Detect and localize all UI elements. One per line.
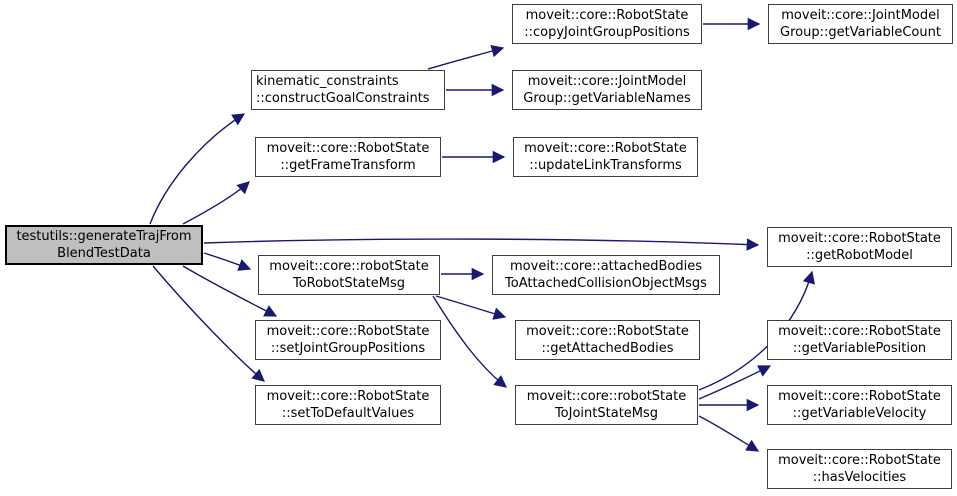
node-label: moveit::core::RobotState <box>266 324 430 339</box>
node-label: moveit::core::RobotState <box>266 389 430 404</box>
node-getVariableVelocity[interactable]: moveit::core::RobotState ::getVariableVe… <box>767 385 952 425</box>
node-label: ::setJointGroupPositions <box>270 341 426 356</box>
node-copyJointGroupPositions[interactable]: moveit::core::RobotState ::copyJointGrou… <box>512 4 702 44</box>
node-label: moveit::core::RobotState <box>526 324 689 339</box>
node-getVariableNames[interactable]: moveit::core::JointModel Group::getVaria… <box>512 70 702 110</box>
node-getAttachedBodies[interactable]: moveit::core::RobotState ::getAttachedBo… <box>515 320 700 360</box>
node-label: moveit::core::robotState <box>269 259 429 274</box>
node-label: moveit::core::RobotState <box>778 231 941 246</box>
edge-root-to-robotStateToRobotStateMsg <box>203 252 252 271</box>
node-label: moveit::core::attachedBodies <box>510 259 702 274</box>
node-getVariableCount[interactable]: moveit::core::JointModel Group::getVaria… <box>768 4 953 44</box>
node-hasVelocities[interactable]: moveit::core::RobotState ::hasVelocities <box>767 449 952 489</box>
node-setJointGroupPositions[interactable]: moveit::core::RobotState ::setJointGroup… <box>255 320 441 360</box>
node-getFrameTransform[interactable]: moveit::core::RobotState ::getFrameTrans… <box>255 137 441 177</box>
node-label: ::getFrameTransform <box>280 158 416 173</box>
node-robotStateToRobotStateMsg[interactable]: moveit::core::robotState ToRobotStateMsg <box>258 255 440 295</box>
node-setToDefaultValues[interactable]: moveit::core::RobotState ::setToDefaultV… <box>255 385 441 425</box>
node-label: ::copyJointGroupPositions <box>524 25 690 40</box>
node-label: moveit::core::RobotState <box>266 141 430 156</box>
edge-constructGoalConstraints-to-copyJointGroupPositions <box>427 44 505 70</box>
edge-root-to-getFrameTransform <box>182 181 250 225</box>
node-attachedBodiesToAttachedCollisionObjectMsgs[interactable]: moveit::core::attachedBodies ToAttachedC… <box>492 255 720 295</box>
node-label: ::getVariableVelocity <box>792 406 927 421</box>
node-label: moveit::core::RobotState <box>778 453 941 468</box>
node-label: ::setToDefaultValues <box>281 406 415 421</box>
node-label: ::getRobotModel <box>806 248 913 263</box>
node-label: moveit::core::RobotState <box>524 141 687 156</box>
node-getVariablePosition[interactable]: moveit::core::RobotState ::getVariablePo… <box>767 320 952 360</box>
node-label: moveit::core::RobotState <box>525 8 689 23</box>
edge-root-to-setJointGroupPositions <box>182 265 278 317</box>
edge-robotStateToRobotStateMsg-to-getAttachedBodies <box>435 295 507 320</box>
node-label: Group::getVariableNames <box>523 91 691 106</box>
node-label: ::updateLinkTransforms <box>529 158 682 173</box>
node-label: kinematic_constraints <box>256 74 399 89</box>
node-label: ::getAttachedBodies <box>541 341 674 356</box>
node-label: ToJointStateMsg <box>554 406 659 421</box>
node-updateLinkTransforms[interactable]: moveit::core::RobotState ::updateLinkTra… <box>513 137 698 177</box>
edge-robotStateToJointStateMsg-to-hasVelocities <box>698 415 760 452</box>
edge-root-to-setToDefaultValues <box>152 265 265 382</box>
node-constructGoalConstraints[interactable]: kinematic_constraints ::constructGoalCon… <box>251 70 445 110</box>
node-label: moveit::core::JointModel <box>527 74 687 89</box>
node-robotStateToJointStateMsg[interactable]: moveit::core::robotState ToJointStateMsg <box>515 385 698 425</box>
node-label: ::getVariablePosition <box>792 341 927 356</box>
node-getRobotModel[interactable]: moveit::core::RobotState ::getRobotModel <box>767 227 952 267</box>
node-label: ToAttachedCollisionObjectMsgs <box>505 276 707 291</box>
node-label: moveit::core::robotState <box>526 389 687 404</box>
edge-robotStateToRobotStateMsg-to-robotStateToJointStateMsg <box>432 295 507 388</box>
node-label: ::constructGoalConstraints <box>256 91 430 106</box>
node-label: testutils::generateTrajFrom <box>16 229 192 244</box>
edge-root-to-constructGoalConstraints <box>149 113 246 225</box>
node-label: Group::getVariableCount <box>780 25 941 40</box>
node-label: BlendTestData <box>57 246 151 261</box>
edge-robotStateToJointStateMsg-to-getVariablePosition <box>698 365 772 400</box>
edge-root-to-getRobotModel <box>203 238 760 251</box>
node-label: ::hasVelocities <box>812 470 907 485</box>
node-label: ToRobotStateMsg <box>292 276 406 291</box>
node-label: moveit::core::JointModel <box>781 8 940 23</box>
node-label: moveit::core::RobotState <box>778 324 941 339</box>
node-generateTrajFromBlendTestData: testutils::generateTrajFrom BlendTestDat… <box>5 225 203 265</box>
node-label: moveit::core::RobotState <box>778 389 941 404</box>
